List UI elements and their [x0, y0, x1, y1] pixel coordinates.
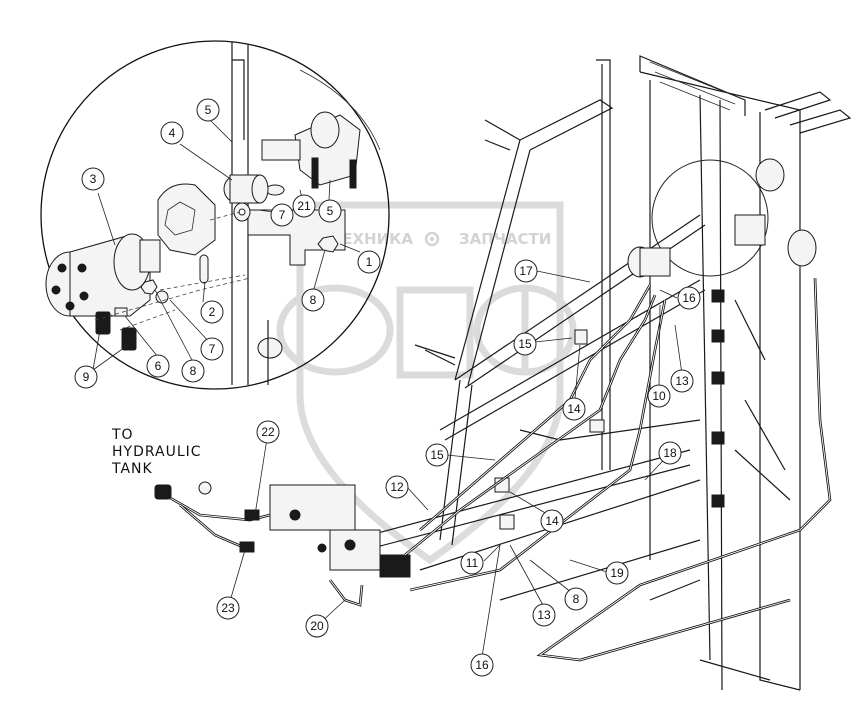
callout-2: 2: [200, 300, 224, 324]
svg-text:15: 15: [430, 448, 444, 462]
callout-19: 19: [605, 561, 629, 585]
svg-text:20: 20: [310, 619, 324, 633]
svg-text:5: 5: [327, 204, 334, 218]
svg-text:23: 23: [221, 601, 235, 615]
callout-8: 8: [301, 288, 325, 312]
callout-5: 5: [318, 199, 342, 223]
callout-15: 15: [425, 443, 449, 467]
callouts: 1 2 3 4 5 5 6 7 7 7 8 8 8 9 10 11 12 13 …: [74, 98, 701, 677]
svg-text:3: 3: [90, 172, 97, 186]
callout-13: 13: [670, 369, 694, 393]
svg-text:21: 21: [297, 199, 311, 213]
svg-text:4: 4: [169, 126, 176, 140]
callout-1: 1: [357, 250, 381, 274]
callout-16: 16: [677, 286, 701, 310]
callout-22: 22: [256, 420, 280, 444]
hoses: [154, 277, 832, 662]
callout-8: 8: [564, 587, 588, 611]
callout-13: 13: [532, 603, 556, 627]
watermark-text-right: ЗАПЧАСТИ: [459, 230, 551, 248]
callout-14: 14: [562, 397, 586, 421]
callout-7: 7: [200, 337, 224, 361]
gear-icon: [424, 231, 440, 247]
callout-10: 10: [647, 384, 671, 408]
svg-text:17: 17: [519, 264, 533, 278]
detail-view: [40, 40, 390, 390]
svg-text:8: 8: [190, 364, 197, 378]
svg-text:18: 18: [663, 446, 677, 460]
callout-8: 8: [181, 359, 205, 383]
svg-text:6: 6: [155, 359, 162, 373]
svg-text:12: 12: [390, 480, 404, 494]
svg-text:15: 15: [518, 337, 532, 351]
svg-text:7: 7: [209, 342, 216, 356]
hydraulic-tank-note: TO HYDRAULIC TANK: [111, 427, 202, 477]
callout-9: 9: [74, 365, 98, 389]
svg-text:1: 1: [366, 255, 373, 269]
callout-18: 18: [658, 441, 682, 465]
callout-16: 16: [470, 653, 494, 677]
svg-text:19: 19: [610, 566, 624, 580]
callout-20: 20: [305, 614, 329, 638]
svg-text:14: 14: [567, 402, 581, 416]
frame: [269, 55, 852, 691]
svg-text:16: 16: [475, 658, 489, 672]
leader-lines: [92, 120, 683, 658]
watermark-text-left: ТЕХНИКА: [332, 230, 413, 248]
callout-3: 3: [81, 167, 105, 191]
callout-11: 11: [460, 551, 484, 575]
svg-text:10: 10: [652, 389, 666, 403]
svg-text:13: 13: [537, 608, 551, 622]
svg-text:14: 14: [545, 514, 559, 528]
callout-7: 7: [270, 203, 294, 227]
watermark: ТЕХНИКА ЗАПЧАСТИ: [276, 201, 577, 565]
svg-text:5: 5: [205, 103, 212, 117]
svg-text:7: 7: [279, 208, 286, 222]
callout-14: 14: [540, 509, 564, 533]
svg-text:11: 11: [466, 556, 479, 570]
svg-text:8: 8: [310, 293, 317, 307]
note-line-2: HYDRAULIC: [112, 444, 202, 460]
svg-text:7: 7: [209, 342, 216, 356]
callout-23: 23: [216, 596, 240, 620]
svg-text:2: 2: [209, 305, 216, 319]
callout-21: 21: [292, 194, 316, 218]
svg-text:16: 16: [682, 291, 696, 305]
callout-6: 6: [146, 354, 170, 378]
svg-text:8: 8: [573, 592, 580, 606]
svg-text:13: 13: [675, 374, 689, 388]
callout-4: 4: [160, 121, 184, 145]
note-line-3: TANK: [111, 461, 153, 477]
callout-12: 12: [385, 475, 409, 499]
note-line-1: TO: [111, 427, 134, 443]
callout-15: 15: [513, 332, 537, 356]
callout-17: 17: [514, 259, 538, 283]
svg-text:22: 22: [261, 425, 275, 439]
svg-text:9: 9: [83, 370, 90, 384]
callout-5: 5: [196, 98, 220, 122]
